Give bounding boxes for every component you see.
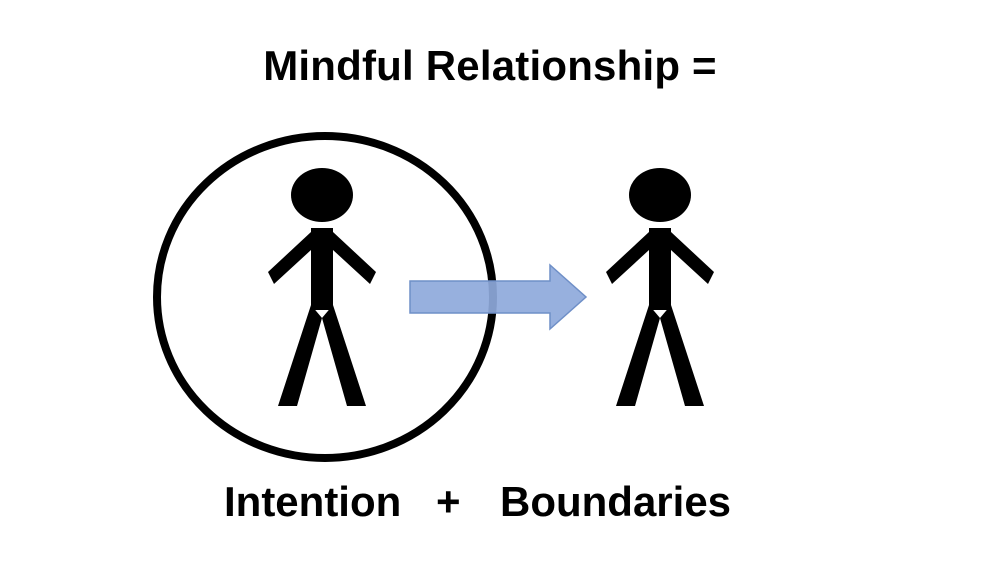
left-figure-legs xyxy=(278,305,366,406)
left-figure-head xyxy=(291,168,353,222)
right-figure-body xyxy=(649,228,671,310)
left-stick-figure-icon xyxy=(268,168,376,406)
right-stick-figure-icon xyxy=(606,168,714,406)
caption-intention: Intention xyxy=(224,478,402,525)
right-figure-legs xyxy=(616,305,704,406)
right-figure-arms xyxy=(606,232,714,284)
slide-title: Mindful Relationship = xyxy=(263,42,717,89)
caption-boundaries: Boundaries xyxy=(500,478,732,525)
right-figure-head xyxy=(629,168,691,222)
left-figure-arms xyxy=(268,232,376,284)
right-arrow-icon xyxy=(409,263,588,331)
left-figure-body xyxy=(311,228,333,310)
caption-plus: + xyxy=(436,478,461,525)
